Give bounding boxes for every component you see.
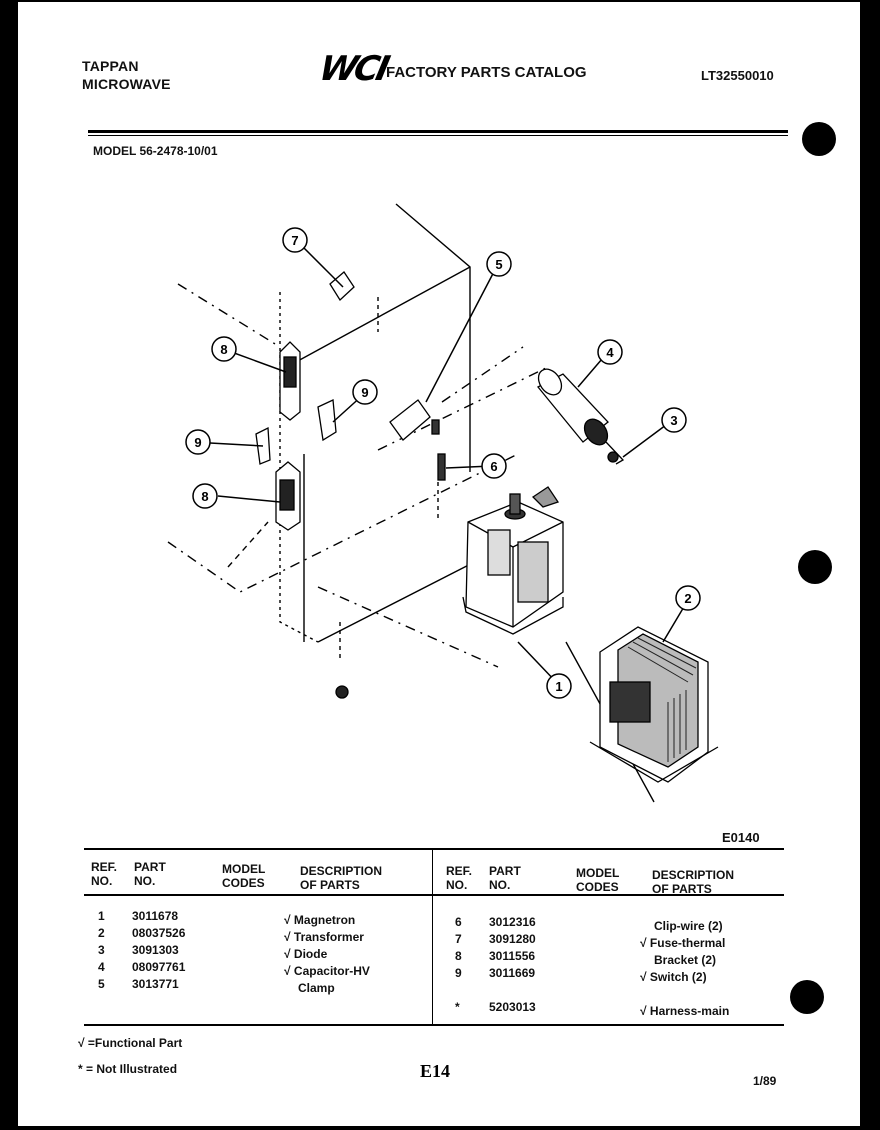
screw-drawing (335, 685, 349, 699)
revision-date: 1/89 (753, 1074, 777, 1088)
header-ref-no-left: REF.NO. (91, 860, 118, 888)
table-divider (432, 848, 433, 1024)
callout-2: 2 (675, 585, 701, 611)
svg-text:3: 3 (670, 413, 677, 428)
callout-3: 3 (661, 407, 687, 433)
svg-text:9: 9 (361, 385, 368, 400)
fuse-thermal-drawing (389, 399, 431, 441)
callout-7: 7 (282, 227, 308, 253)
table-bottom-rule (84, 1024, 784, 1026)
binder-hole-middle (798, 550, 832, 584)
not-illustrated-note: * = Not Illustrated (78, 1062, 178, 1076)
product-type: MICROWAVE (82, 76, 171, 92)
table-top-rule (84, 848, 784, 850)
callout-9-upper: 9 (352, 379, 378, 405)
svg-text:2: 2 (684, 591, 691, 606)
callout-8-upper: 8 (211, 336, 237, 362)
header-ref-no-right: REF.NO. (446, 864, 473, 892)
svg-text:1: 1 (555, 679, 562, 694)
clip-wire-drawing (437, 453, 446, 481)
callout-9-lower: 9 (185, 429, 211, 455)
magnetron-drawing (462, 486, 564, 635)
table-header-rule (84, 894, 784, 896)
header-rule (88, 130, 788, 133)
description-column-left: √ Magnetron√ Transformer√ Diode√ Capacit… (284, 913, 370, 995)
svg-text:8: 8 (220, 342, 227, 357)
model-number: MODEL 56-2478-10/01 (93, 144, 218, 158)
callout-6: 6 (481, 453, 507, 479)
page-code: E14 (420, 1061, 451, 1081)
svg-text:9: 9 (194, 435, 201, 450)
binder-hole-top (802, 122, 836, 156)
figure-code: E0140 (722, 830, 760, 845)
catalog-page: TAPPAN MICROWAVE WCI FACTORY PARTS CATAL… (18, 2, 860, 1126)
callout-8-lower: 8 (192, 483, 218, 509)
catalog-title: FACTORY PARTS CATALOG (386, 64, 587, 81)
brand-name: TAPPAN (82, 58, 139, 74)
exploded-parts-diagram: 1 2 3 4 5 6 7 8 9 8 9 (167, 203, 719, 803)
switch-upper-drawing (279, 341, 301, 421)
functional-part-note: √ =Functional Part (78, 1036, 183, 1050)
description-column-right: Clip-wire (2)√ Fuse-thermal Bracket (2)√… (640, 919, 730, 1018)
svg-text:8: 8 (201, 489, 208, 504)
svg-text:7: 7 (291, 233, 298, 248)
callout-1: 1 (546, 673, 572, 699)
switch-lower-drawing (275, 461, 301, 531)
header-rule-thin (88, 135, 788, 136)
binder-hole-bottom (790, 980, 824, 1014)
bracket-drawing (317, 399, 337, 442)
callout-5: 5 (486, 251, 512, 277)
svg-text:4: 4 (606, 345, 614, 360)
capacitor-drawing (536, 368, 625, 465)
document-code: LT32550010 (701, 68, 774, 83)
svg-text:6: 6 (490, 459, 497, 474)
transformer-drawing (589, 626, 719, 783)
svg-text:5: 5 (495, 257, 502, 272)
callout-4: 4 (597, 339, 623, 365)
